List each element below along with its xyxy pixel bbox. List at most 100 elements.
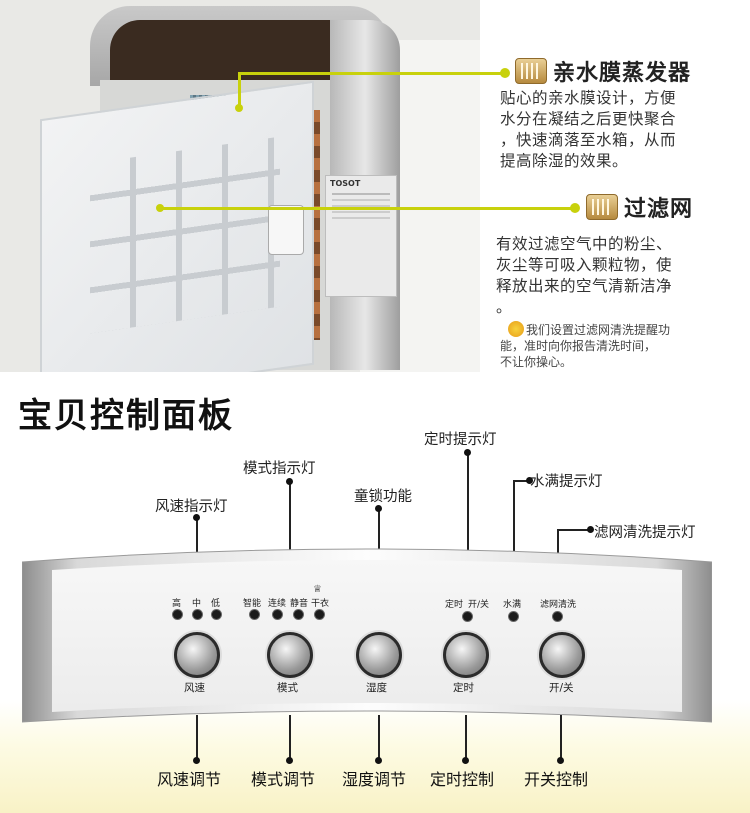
dot-bottom-timer [462,757,469,764]
knob-label-mode: 模式 [277,682,298,694]
led-wind-mid [193,610,202,619]
dot-timer [464,449,471,456]
led-label-wind-high: 高 [172,599,182,609]
line-bottom-wind [196,715,198,763]
led-mode-continuous [273,610,282,619]
led-timer [463,612,472,621]
product-photo: TOSOT [0,0,480,372]
spec-label: TOSOT [325,175,397,297]
callout-mode-indicator: 模式指示灯 [243,461,316,477]
dot-bottom-humidity [375,757,382,764]
led-label-filter: 滤网清洗 [540,600,577,610]
line-filter-h [557,529,589,531]
line-timer [467,452,469,592]
wind-speed-knob[interactable] [174,632,220,678]
desc-line: 释放出来的空气清新洁净 [496,277,673,295]
tip-line: 不让你操心。 [500,355,573,369]
brand-label: TOSOT [330,179,361,188]
callout-line-evaporator-drop [238,72,241,106]
tip-line: 能，准时向你报告清洗时间， [500,339,657,353]
filter-icon [586,194,618,220]
feature-title-filter: 过滤网 [624,197,694,222]
control-panel: 高 中 低 智能 连续 静音 干衣 ♕ 定时 开/关 水满 滤网清洗 风速 模式… [22,540,712,740]
dot-bottom-wind [193,757,200,764]
desc-line: 。 [496,298,513,316]
power-knob[interactable] [539,632,585,678]
line-bottom-power [560,715,562,763]
filter-grid [90,136,280,334]
dot-water [526,477,533,484]
desc-line: 有效过滤空气中的粉尘、 [496,235,673,253]
label-wind-adjust: 风速调节 [157,770,222,789]
callout-dot-evaporator [235,104,243,112]
led-mode-smart [250,610,259,619]
mode-knob[interactable] [267,632,313,678]
led-label-wind-low: 低 [211,599,221,609]
dot-bottom-mode [286,757,293,764]
callout-endpoint-evaporator [500,68,510,78]
led-label-mode-smart: 智能 [243,599,262,609]
filter-tip: 我们设置过滤网清洗提醒功 能，准时向你报告清洗时间， 不让你操心。 [500,322,745,370]
section-title: 宝贝控制面板 [18,396,234,436]
dot-wind [193,514,200,521]
callout-water-full: 水满提示灯 [530,474,603,490]
dot-bottom-power [557,757,564,764]
callout-line-filter-ext [480,207,572,210]
callout-line-filter [160,207,480,210]
bottom-gradient [0,700,750,813]
led-wind-high [173,610,182,619]
desc-line: 贴心的亲水膜设计，方便 [500,89,677,107]
knob-label-wind: 风速 [184,682,205,694]
humidity-knob[interactable] [356,632,402,678]
led-label-mode-continuous: 连续 [268,599,287,609]
dot-mode [286,478,293,485]
label-humidity-adjust: 湿度调节 [342,770,407,789]
feature-desc-filter: 有效过滤空气中的粉尘、 灰尘等可吸入颗粒物，使 释放出来的空气清新洁净 。 [496,234,746,318]
callout-dot-filter [156,204,164,212]
line-water [513,480,515,590]
line-bottom-humidity [378,715,380,763]
desc-line: 水分在凝结之后更快聚合 [500,110,677,128]
led-label-mode-quiet: 静音 [290,599,309,609]
callout-endpoint-filter [570,203,580,213]
timer-knob[interactable] [443,632,489,678]
led-label-mode-dry: 干衣 [311,599,330,609]
label-mode-adjust: 模式调节 [251,770,316,789]
led-water-full [509,612,518,621]
label-power-control: 开关控制 [524,770,589,789]
evaporator-icon [515,58,547,84]
desc-line: 提高除湿的效果。 [500,152,629,170]
filter-clip [268,205,304,255]
callout-line-evaporator [238,72,480,75]
led-label-timer: 定时 [445,600,464,610]
feature-title-evaporator: 亲水膜蒸发器 [553,61,692,86]
callout-filter-clean: 滤网清洗提示灯 [594,525,696,541]
led-mode-quiet [294,610,303,619]
led-filter-clean [553,612,562,621]
dot-child-lock [375,505,382,512]
led-mode-dry [315,610,324,619]
knob-label-humidity: 湿度 [366,682,387,694]
callout-timer-indicator: 定时提示灯 [424,432,497,448]
knob-label-power: 开/关 [549,682,574,694]
callout-child-lock: 童锁功能 [354,489,412,505]
sun-icon [508,321,524,337]
line-bottom-mode [289,715,291,763]
label-timer-control: 定时控制 [430,770,495,789]
line-mode [289,481,291,565]
callout-line-evaporator-ext [480,72,504,75]
led-label-wind-mid: 中 [192,599,202,609]
knob-label-timer: 定时 [453,682,474,694]
feature-desc-evaporator: 贴心的亲水膜设计，方便 水分在凝结之后更快聚合 ，快速滴落至水箱，从而 提高除湿… [500,88,740,172]
led-label-water: 水满 [503,600,522,610]
line-bottom-timer [465,715,467,763]
callout-wind-indicator: 风速指示灯 [155,499,228,515]
led-wind-low [212,610,221,619]
tip-line: 我们设置过滤网清洗提醒功 [526,323,671,337]
dot-filter [587,526,594,533]
desc-line: 灰尘等可吸入颗粒物，使 [496,256,673,274]
shirt-icon: ♕ [313,584,322,595]
led-label-power: 开/关 [468,600,490,610]
line-water-h [513,480,528,482]
desc-line: ，快速滴落至水箱，从而 [500,131,677,149]
